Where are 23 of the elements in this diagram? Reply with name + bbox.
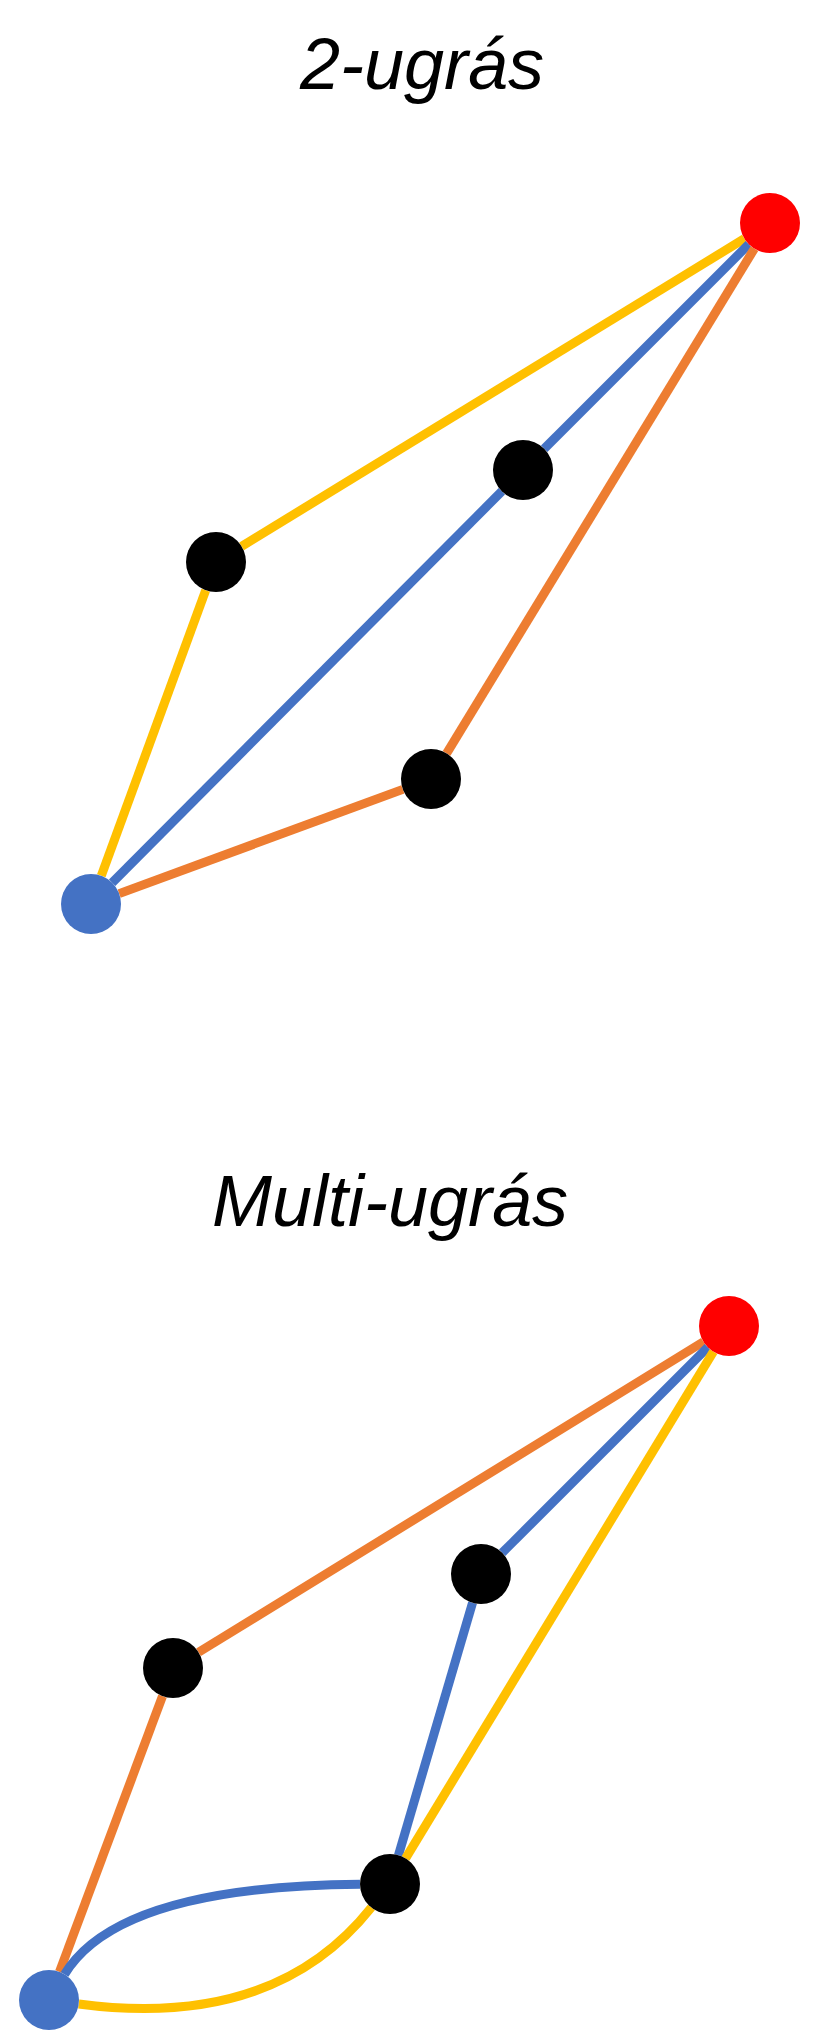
graph-edge — [60, 1879, 361, 1977]
graph-edge — [196, 1337, 706, 1657]
vertex-dot — [699, 1296, 759, 1356]
vertex-dot — [740, 193, 800, 253]
vertex-dot — [493, 440, 553, 500]
graph-edge — [78, 1904, 375, 2013]
vertex-dot — [143, 1638, 203, 1698]
graph-edge — [97, 588, 210, 878]
vertex-dot — [401, 749, 461, 809]
graph-edge — [55, 1694, 167, 1974]
graph-edge — [239, 234, 747, 551]
graph-edge — [541, 241, 752, 452]
graph-edge — [394, 1601, 477, 1857]
vertex-dot — [19, 1970, 79, 2030]
graph-edge — [108, 488, 506, 886]
graph-edge — [117, 785, 405, 898]
graph-edge — [442, 246, 759, 756]
vertex-dot — [61, 874, 121, 934]
vertex-dot — [360, 1854, 420, 1914]
vertex-dot — [186, 532, 246, 592]
vertex-dot — [451, 1544, 511, 1604]
graph-edge — [401, 1349, 718, 1861]
graph-edge — [499, 1344, 711, 1556]
